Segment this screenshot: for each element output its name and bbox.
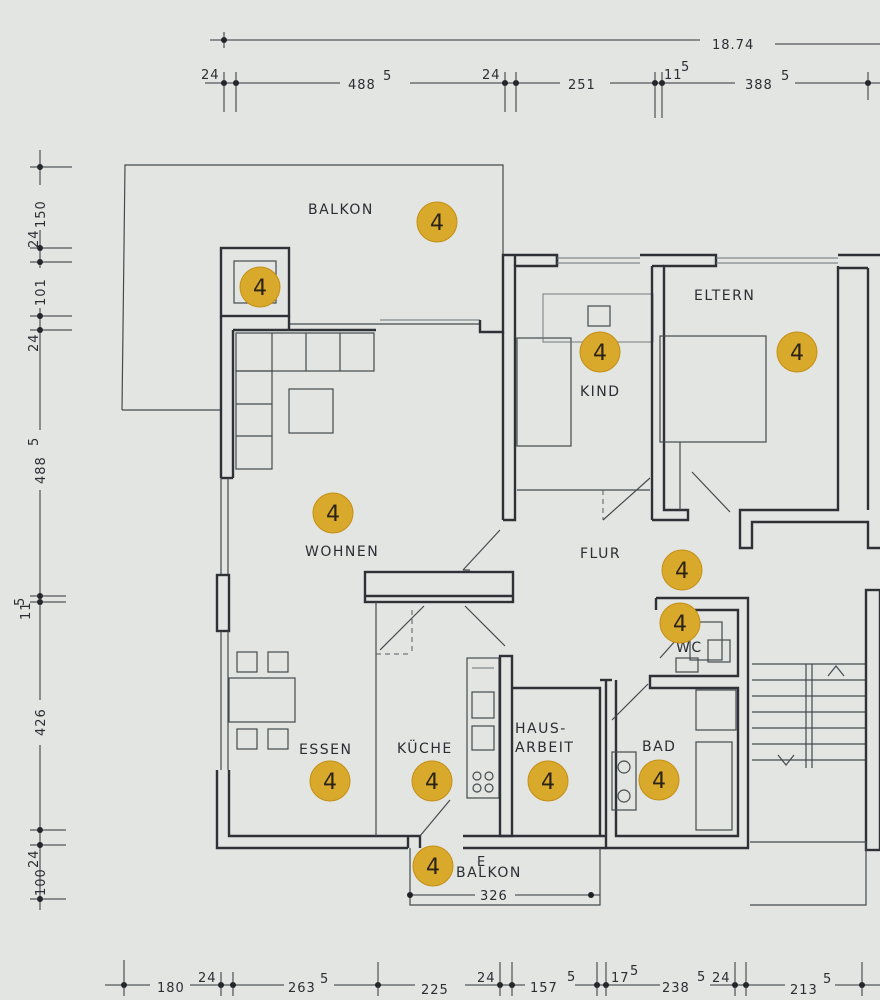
left-dimension-chain: 150 24 101 24 488 5 11 5 426 24 100: [13, 150, 72, 910]
lower-balcony: 326 E: [407, 848, 601, 906]
room-label-haus: HAUS-: [515, 721, 567, 737]
dim-bottom-180: 180: [157, 981, 185, 996]
kitchen-block: [408, 654, 612, 850]
svg-text:4: 4: [323, 770, 337, 795]
dim-left-488-sup: 5: [27, 437, 42, 446]
svg-text:4: 4: [593, 341, 607, 366]
dim-bottom-17: 17: [611, 971, 630, 986]
upper-balcony: [121, 164, 504, 411]
dim-top-24a: 24: [201, 68, 220, 83]
dim-bottom-24c: 24: [712, 971, 731, 986]
svg-text:4: 4: [430, 211, 444, 236]
badge-kueche: 4: [411, 760, 453, 802]
eltern-room: [640, 253, 880, 550]
dim-top-488: 488: [348, 78, 376, 93]
dim-top-11-sup: 5: [681, 60, 690, 75]
dim-bottom-238-sup: 5: [697, 970, 706, 985]
dim-left-11-sup: 5: [13, 597, 28, 606]
dim-top-24b: 24: [482, 68, 501, 83]
dim-total-width: 18.74: [712, 38, 754, 53]
svg-text:4: 4: [425, 770, 439, 795]
badge-balkon-top: 4: [416, 201, 458, 243]
dim-left-488: 488: [34, 456, 49, 484]
room-label-kueche: KÜCHE: [397, 739, 453, 757]
badge-wohnen: 4: [312, 492, 354, 534]
dim-bottom-157-sup: 5: [567, 970, 576, 985]
top-dimension-chain: 18.74 24 488 5 24 251 11 5 388 5: [201, 32, 880, 118]
dim-top-488-sup: 5: [383, 69, 392, 84]
dim-left-11: 11: [19, 601, 34, 620]
room-label-essen: ESSEN: [299, 742, 352, 758]
badge-essen: 4: [309, 760, 351, 802]
badge-chimney: 4: [239, 266, 281, 308]
room-badges: 4 4 4 4 4 4 4 4 4 4 4 4: [239, 201, 818, 887]
dim-bottom-24a: 24: [198, 971, 217, 986]
room-label-bad: BAD: [642, 739, 676, 755]
svg-text:4: 4: [790, 341, 804, 366]
badge-eltern: 4: [776, 331, 818, 373]
room-labels: BALKON ELTERN KIND WOHNEN FLUR WC ESSEN …: [299, 202, 755, 881]
dim-top-251: 251: [568, 78, 596, 93]
dim-left-426: 426: [34, 708, 49, 736]
svg-text:4: 4: [652, 769, 666, 794]
svg-text:4: 4: [673, 612, 687, 637]
room-label-wc: WC: [676, 640, 703, 656]
dim-balcony-326: 326: [480, 889, 508, 904]
dim-bottom-24b: 24: [477, 971, 496, 986]
dim-bottom-238: 238: [662, 981, 690, 996]
bottom-dimension-chain: 180 24 263 5 225 24 157 5 17 5 238 5 24 …: [105, 960, 880, 998]
room-label-arbeit: ARBEIT: [515, 740, 574, 756]
svg-text:4: 4: [326, 502, 340, 527]
dim-bottom-225: 225: [421, 983, 449, 998]
dim-bottom-213-sup: 5: [823, 972, 832, 987]
stairwell: [750, 588, 880, 906]
dim-left-24a: 24: [27, 229, 42, 248]
svg-text:4: 4: [675, 559, 689, 584]
dim-top-11: 11: [664, 68, 683, 83]
room-label-eltern: ELTERN: [694, 288, 755, 304]
room-label-balkon-bottom: BALKON: [456, 865, 522, 881]
badge-hausarbeit: 4: [527, 760, 569, 802]
badge-balkon-bottom: 4: [412, 845, 454, 887]
corner-sofa: [235, 332, 375, 470]
wc-bad-block: [604, 596, 750, 850]
dim-bottom-17-sup: 5: [630, 964, 639, 979]
dim-bottom-157: 157: [530, 981, 558, 996]
balcony-e-mark: E: [477, 855, 486, 870]
room-label-balkon-top: BALKON: [308, 202, 374, 218]
svg-text:4: 4: [253, 276, 267, 301]
badge-kind: 4: [579, 331, 621, 373]
kitchen-partition: [363, 529, 515, 836]
living-room-walls: [215, 246, 559, 850]
dim-bottom-263-sup: 5: [320, 972, 329, 987]
badge-wc: 4: [659, 602, 701, 644]
room-label-flur: FLUR: [580, 546, 621, 562]
room-label-kind: KIND: [580, 384, 621, 400]
room-label-wohnen: WOHNEN: [305, 544, 379, 560]
badge-bad: 4: [638, 759, 680, 801]
dim-left-101: 101: [34, 278, 49, 306]
dim-left-150: 150: [34, 200, 49, 228]
dim-bottom-213: 213: [790, 983, 818, 998]
dining-table: [228, 651, 296, 750]
svg-text:4: 4: [541, 770, 555, 795]
svg-text:4: 4: [426, 855, 440, 880]
badge-flur: 4: [661, 549, 703, 591]
dim-left-24b: 24: [27, 333, 42, 352]
dim-left-100: 100: [34, 868, 49, 896]
dim-bottom-263: 263: [288, 981, 316, 996]
dim-top-388: 388: [745, 78, 773, 93]
dim-left-24c: 24: [27, 849, 42, 868]
dim-top-388-sup: 5: [781, 69, 790, 84]
